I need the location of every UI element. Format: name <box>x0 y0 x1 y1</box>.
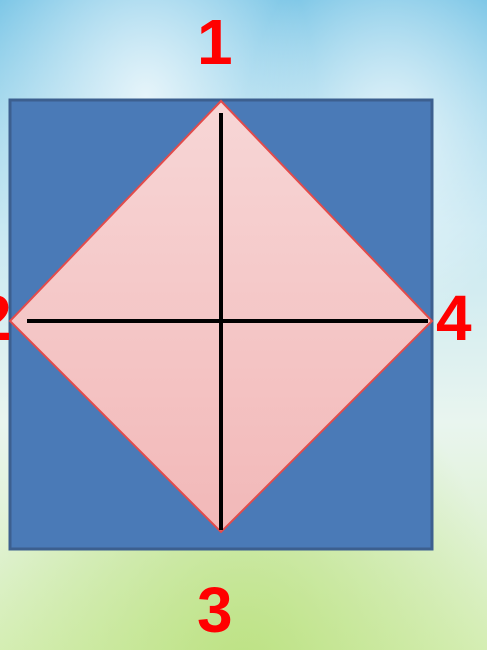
corner-label-4: 4 <box>436 286 472 350</box>
corner-label-1: 1 <box>197 10 233 74</box>
corner-label-3: 3 <box>197 578 233 642</box>
corner-label-2: 2 <box>0 286 12 350</box>
